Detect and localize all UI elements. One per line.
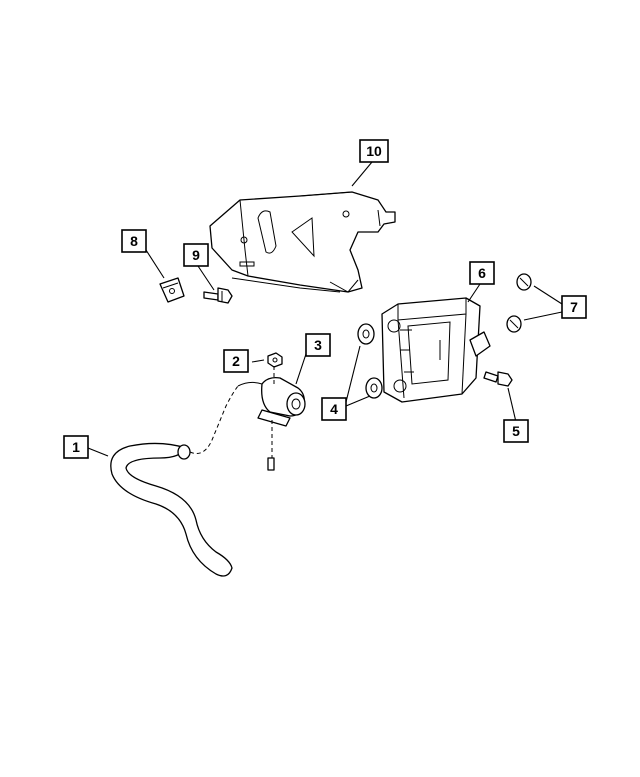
callout-8: 8	[121, 229, 147, 253]
callout-3-label: 3	[314, 337, 322, 353]
callout-5: 5	[503, 419, 529, 443]
callout-6: 6	[469, 261, 495, 285]
callout-7: 7	[561, 295, 587, 319]
callout-8-label: 8	[130, 233, 138, 249]
clip-nut-part	[159, 277, 185, 303]
callout-5-label: 5	[512, 423, 520, 439]
callout-4: 4	[321, 397, 347, 421]
nut-part-2	[267, 352, 283, 368]
callout-2: 2	[223, 349, 249, 373]
bolt-part-9	[203, 287, 233, 304]
callout-7-label: 7	[570, 299, 578, 315]
callout-9-label: 9	[192, 247, 200, 263]
bolt-part-5	[483, 371, 513, 387]
callout-3: 3	[305, 333, 331, 357]
mounting-bracket-part	[209, 191, 396, 293]
callout-10-label: 10	[366, 143, 382, 159]
callout-6-label: 6	[478, 265, 486, 281]
hose-part	[110, 442, 233, 577]
leader-lines	[87, 161, 563, 457]
push-nut-part-7	[506, 273, 532, 333]
grommet-part-4	[357, 323, 383, 399]
canister-part	[381, 297, 491, 403]
callout-1: 1	[63, 435, 89, 459]
callout-2-label: 2	[232, 353, 240, 369]
callout-4-label: 4	[330, 401, 338, 417]
valve-part	[237, 376, 306, 471]
callout-10: 10	[359, 139, 389, 163]
callout-1-label: 1	[72, 439, 80, 455]
callout-9: 9	[183, 243, 209, 267]
